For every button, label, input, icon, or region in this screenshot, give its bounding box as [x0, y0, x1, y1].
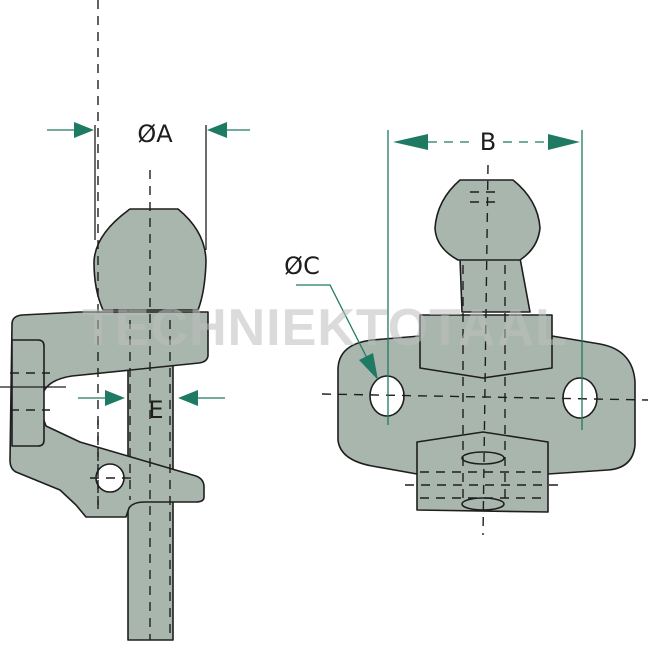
watermark: TECHNIEKTOTAAL: [82, 299, 568, 357]
cross-bore-top: [461, 451, 505, 465]
arrow-left-icon: [178, 390, 198, 406]
label-dimension-e: E: [148, 396, 163, 424]
arrow-left-icon: [393, 134, 428, 150]
arrow-leader-icon: [359, 353, 378, 380]
front-view: B ØC: [284, 128, 649, 536]
label-diameter-a: ØA: [137, 120, 173, 148]
arrow-left-icon: [207, 122, 227, 138]
arrow-right-icon: [74, 122, 94, 138]
clamp-body: [9, 311, 209, 518]
side-view: ØA E: [0, 0, 250, 641]
label-distance-b: B: [480, 128, 496, 156]
mounting-hole-left: [369, 375, 405, 417]
label-diameter-c: ØC: [284, 252, 320, 280]
clamp-plate: [11, 339, 45, 447]
mounting-plate: [337, 335, 636, 475]
lower-block: [416, 431, 549, 513]
arrow-right-icon: [105, 390, 125, 406]
arrow-right-icon: [548, 134, 580, 150]
